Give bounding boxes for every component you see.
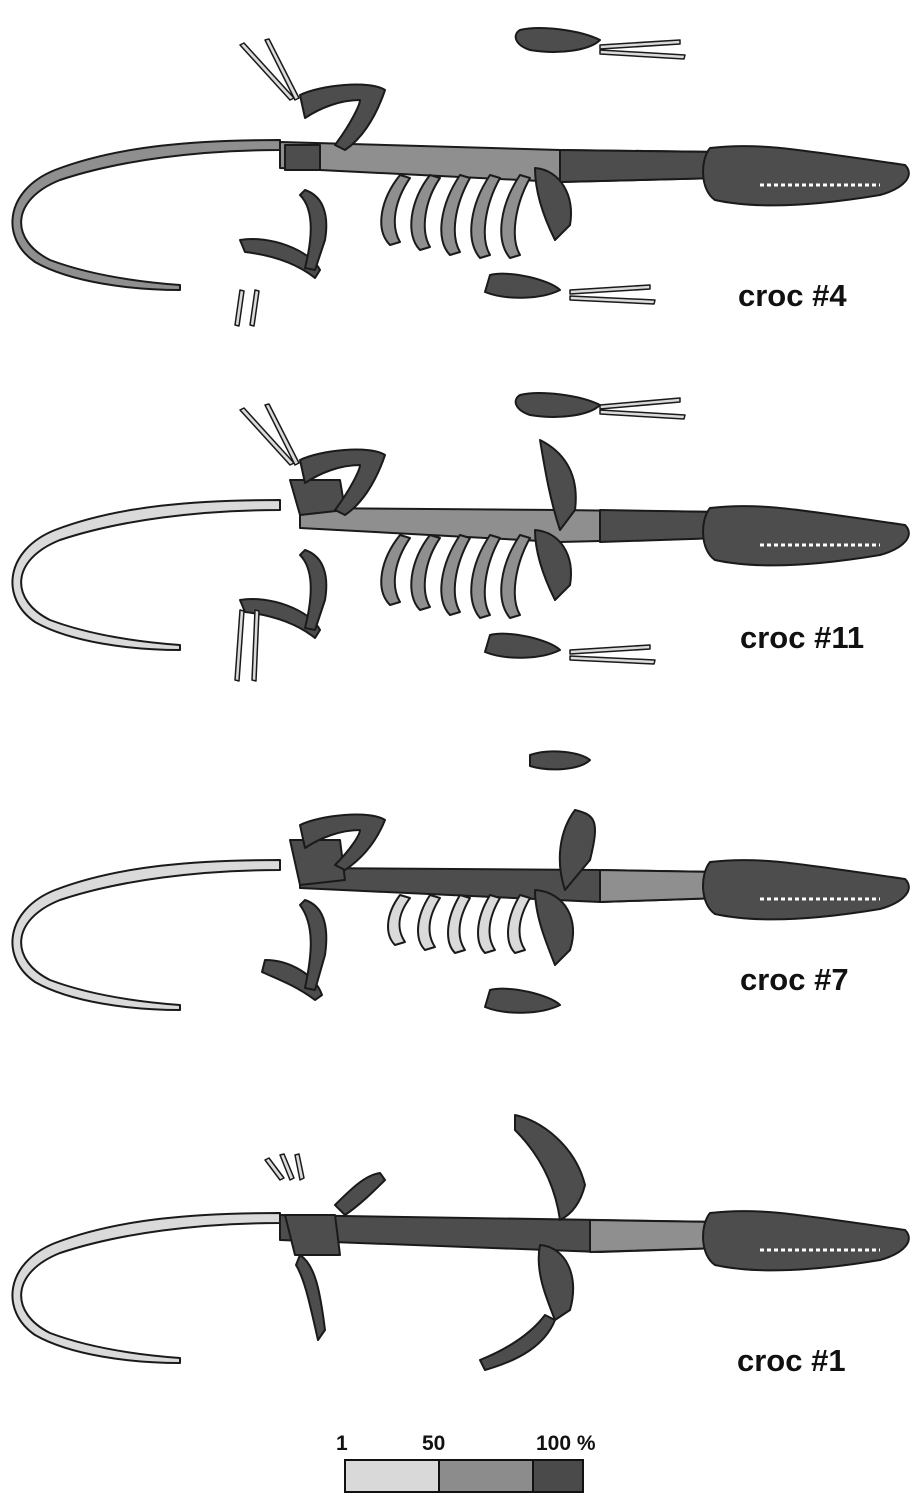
tail bbox=[12, 860, 280, 1010]
hindlimb-upper bbox=[335, 1173, 385, 1215]
skull bbox=[703, 506, 909, 565]
neck bbox=[560, 150, 720, 182]
legend-tick-100: 100 % bbox=[536, 1432, 596, 1456]
ribs bbox=[388, 895, 530, 953]
forelimb-lower bbox=[485, 274, 560, 298]
pelvic-girdle bbox=[285, 145, 320, 170]
specimen-label: croc #4 bbox=[738, 278, 847, 314]
skull bbox=[703, 146, 909, 205]
ribs bbox=[381, 535, 530, 618]
specimen-label: croc #11 bbox=[740, 620, 864, 656]
hindlimb-upper bbox=[300, 85, 385, 150]
forelimb-lower bbox=[480, 1315, 555, 1370]
skeleton-panel-croc-11: croc #11 bbox=[0, 370, 919, 700]
specimen-label: croc #1 bbox=[737, 1343, 846, 1379]
specimen-label: croc #7 bbox=[740, 962, 849, 998]
forelimb-upper bbox=[516, 28, 600, 52]
tail bbox=[12, 1213, 280, 1363]
pectoral-girdle bbox=[515, 1115, 585, 1220]
pelvic-girdle bbox=[285, 1215, 340, 1255]
legend-swatch-mid bbox=[438, 1459, 534, 1493]
neck bbox=[600, 510, 720, 542]
pectoral-girdle-lower bbox=[539, 1245, 573, 1320]
skeleton-panel-croc-1: croc #1 bbox=[0, 1105, 919, 1405]
toes bbox=[265, 1154, 304, 1180]
forelimb-lower bbox=[485, 989, 560, 1013]
completeness-legend: 1 50 100 % bbox=[330, 1432, 630, 1493]
skull bbox=[703, 1211, 909, 1270]
neck bbox=[600, 870, 720, 902]
ribs bbox=[381, 175, 530, 258]
legend-tick-50: 50 bbox=[422, 1432, 445, 1456]
legend-swatch-high bbox=[532, 1459, 584, 1493]
skeleton-panel-croc-4: croc #4 bbox=[0, 0, 919, 340]
legend-swatch-low bbox=[344, 1459, 440, 1493]
hindlimb-lower bbox=[296, 1255, 325, 1340]
scute-top bbox=[530, 751, 590, 769]
skeleton-panel-croc-7: croc #7 bbox=[0, 740, 919, 1040]
forelimb-upper bbox=[516, 393, 600, 417]
tail bbox=[12, 140, 280, 290]
skull bbox=[703, 860, 909, 919]
neck bbox=[590, 1220, 720, 1252]
forelimb-lower bbox=[485, 634, 560, 658]
legend-tick-1: 1 bbox=[336, 1432, 348, 1456]
